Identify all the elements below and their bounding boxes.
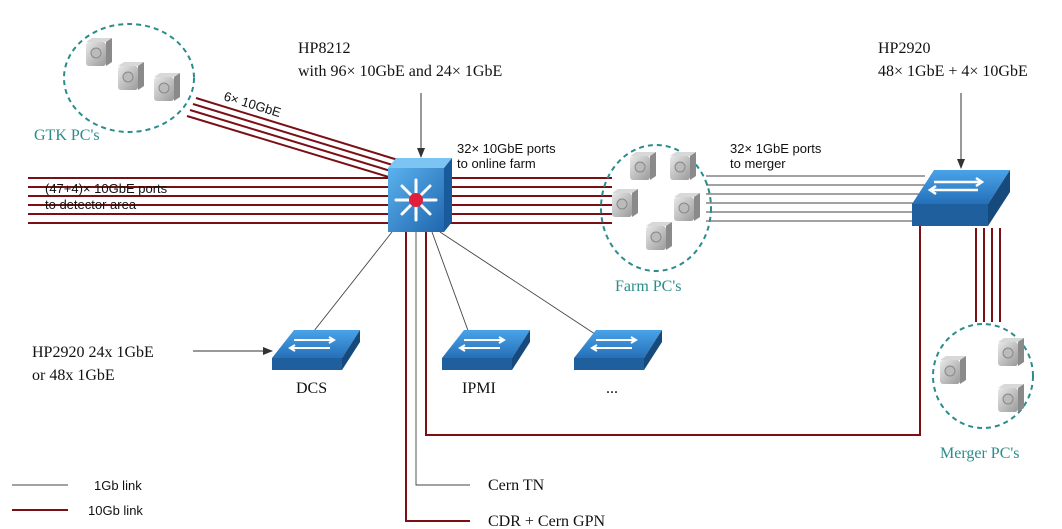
detector-label-1: (47+4)× 10GbE ports [45,181,168,196]
gtk-link [186,115,393,179]
farm-cluster-outline [600,144,712,272]
cern-tn-label: Cern TN [488,477,545,494]
dcs-link [309,231,393,337]
small-switch-label-1: HP2920 24x 1GbE [32,344,154,361]
cdr-link [405,232,470,522]
ipmi-label: IPMI [462,380,496,397]
merger-ports-label-1: 32× 1GbE ports [730,141,822,156]
ellipsis-label: ... [606,380,618,397]
extra-switch-link [439,231,599,337]
pc-icons [86,38,1024,412]
extra-switch-icon [574,330,662,370]
gtk-cluster-outline [63,23,195,133]
cdr-label: CDR + Cern GPN [488,513,605,529]
dcs-switch-icon [272,330,360,370]
gtk-pcs-label: GTK PC's [34,127,100,144]
gtk-link [189,109,395,173]
core-switch-icon [388,158,452,232]
server-icon [86,38,112,66]
merger-pcs-label: Merger PC's [940,445,1019,462]
server-icon [998,384,1024,412]
small-switch-label-2: or 48x 1GbE [32,367,115,384]
merger-switch-icon [912,170,1010,226]
server-icon [670,152,696,180]
links-10gb [28,97,1001,522]
hp2920-title: HP2920 [878,40,930,57]
merger-ports-label-2: to merger [730,156,786,171]
cern-tn-link [415,232,470,486]
legend-10gb-label: 10Gb link [88,503,143,518]
detector-label-2: to detector area [45,197,137,212]
arrows [193,93,965,355]
server-icon [118,62,144,90]
server-icon [998,338,1024,366]
hp8212-to-hp2920-link [425,226,921,436]
dcs-label: DCS [296,380,327,397]
farm-ports-label-2: to online farm [457,156,536,171]
ipmi-link [431,231,471,337]
farm-ports-label-1: 32× 10GbE ports [457,141,556,156]
merger-cluster-outline [932,323,1034,429]
server-icon [612,189,638,217]
server-icon [154,73,180,101]
server-icon [646,222,672,250]
links-1gb [309,175,925,486]
legend-1gb-label: 1Gb link [94,478,142,493]
gtk-link [195,97,399,161]
ipmi-switch-icon [442,330,530,370]
hp8212-subtitle: with 96× 10GbE and 24× 1GbE [298,63,502,80]
server-icon [674,193,700,221]
server-icon [630,152,656,180]
gtk-link [192,103,397,167]
hp2920-subtitle: 48× 1GbE + 4× 10GbE [878,63,1028,80]
hp8212-title: HP8212 [298,40,350,57]
server-icon [940,356,966,384]
farm-pcs-label: Farm PC's [615,278,681,295]
